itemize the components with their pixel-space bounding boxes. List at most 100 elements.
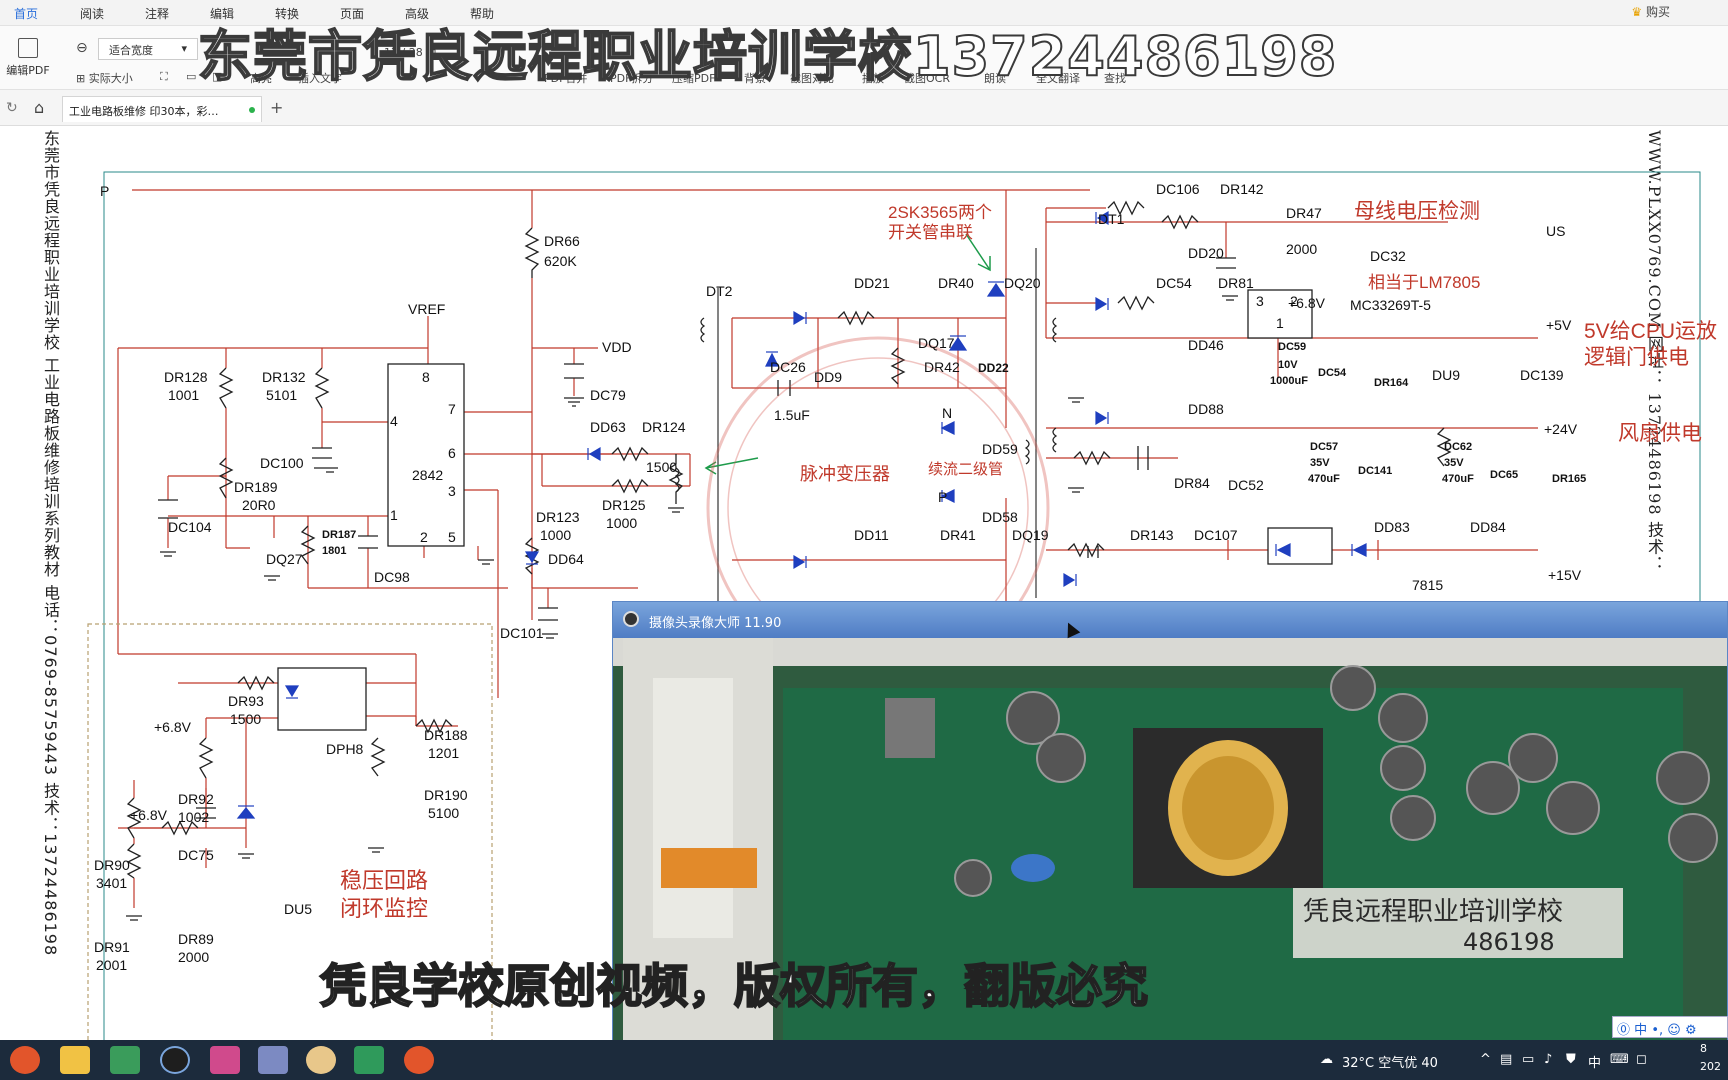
label-DD22: DD22 [978, 361, 1009, 375]
refresh-icon[interactable]: ↻ [6, 100, 18, 116]
pdf-merge-button[interactable]: PDF合并 [544, 72, 588, 85]
label-DR93-value: 1500 [230, 711, 261, 727]
play-button[interactable]: 播放 [862, 72, 884, 85]
weather-text[interactable]: 32°C 空气优 40 [1342, 1056, 1438, 1071]
label-DR165: DR165 [1552, 473, 1586, 485]
label-6v8-right: +6.8V [1288, 295, 1326, 311]
photo-app-icon[interactable] [210, 1046, 240, 1074]
label-VDD: VDD [602, 339, 632, 355]
label-DR66-value: 620K [544, 253, 577, 269]
note-lm7805: 相当于LM7805 [1368, 273, 1480, 292]
actual-size-button[interactable]: ⊞ 实际大小 [76, 72, 133, 85]
label-DR132: DR132 [262, 369, 306, 385]
label-DR90: DR90 [94, 857, 130, 873]
file-explorer-icon[interactable] [60, 1046, 90, 1074]
ime-emoji-icon: ☺ [1667, 1023, 1681, 1038]
translate-button[interactable]: 全文翻译 [1036, 72, 1080, 85]
label-MC33269: MC33269T-5 [1350, 297, 1431, 313]
label-DR40: DR40 [938, 275, 974, 291]
menu-help[interactable]: 帮助 [470, 7, 495, 21]
note-cpu-power-line2: 逻辑门供电 [1584, 346, 1689, 369]
menu-home[interactable]: 首页 [14, 7, 39, 21]
label-DR128: DR128 [164, 369, 208, 385]
notification-icon[interactable]: ◻ [1636, 1052, 1647, 1067]
toolbar: 编辑PDF ⊖ 适合宽度 ▾ ⊞ 实际大小 ⛶ ▭ ◫ 17 / 28 页 高亮… [0, 26, 1728, 90]
menu-edit[interactable]: 编辑 [210, 7, 235, 21]
pin-2: 2 [420, 529, 428, 545]
read-aloud-button[interactable]: 朗读 [984, 72, 1006, 85]
highlight-button[interactable]: 高亮 [250, 72, 272, 85]
label-DC65: DC65 [1490, 469, 1518, 481]
label-DR124: DR124 [642, 419, 686, 435]
label-DC57-v1: 35V [1310, 457, 1330, 469]
ime-toolbar[interactable]: ⓪ 中 •, ☺ ⚙ [1612, 1016, 1728, 1038]
side-text-right: WWW.PLXX0769.COM 网址： 13724486198 技术： [1645, 130, 1664, 573]
keyboard-icon[interactable]: ⌨ [1610, 1052, 1629, 1067]
screen-capture-icon[interactable] [110, 1046, 140, 1074]
menu-convert[interactable]: 转换 [275, 7, 300, 21]
camera-titlebar[interactable]: 摄像头录像大师 11.90 [613, 602, 1727, 638]
pin-6: 6 [448, 445, 456, 461]
label-DD88: DD88 [1188, 401, 1224, 417]
clock-time[interactable]: 8 [1700, 1042, 1707, 1055]
label-DR47-value: 2000 [1286, 241, 1317, 257]
pin-3: 3 [448, 483, 456, 499]
compress-pdf-button[interactable]: 压缩PDF [672, 72, 716, 85]
double-page-icon[interactable]: ◫ [212, 70, 223, 83]
single-page-icon[interactable]: ▭ [186, 70, 197, 83]
pin-5: 5 [448, 529, 456, 545]
paint-icon[interactable] [306, 1046, 336, 1074]
insert-text-button[interactable]: 插入文字 [298, 72, 342, 85]
label-DT2: DT2 [706, 283, 733, 299]
ic-2842: 2842 [412, 467, 443, 483]
menu-advanced[interactable]: 高级 [405, 7, 430, 21]
label-DD59: DD59 [982, 441, 1018, 457]
label-DR190-value: 5100 [428, 805, 459, 821]
find-button[interactable]: 查找 [1104, 72, 1126, 85]
label-DR93: DR93 [228, 693, 264, 709]
security-shield-icon[interactable]: ⛊ [1566, 1052, 1576, 1067]
pin-4: 4 [390, 413, 398, 429]
label-DC62: DC62 [1444, 441, 1472, 453]
zoom-out-icon[interactable]: ⊖ [76, 40, 88, 56]
tray-app-icon[interactable]: ▤ [1500, 1052, 1513, 1067]
label-DR164: DR164 [1374, 377, 1409, 389]
label-DR190: DR190 [424, 787, 468, 803]
zoom-select[interactable]: 适合宽度 ▾ [98, 38, 198, 60]
buy-button[interactable]: ♛ 购买 [1631, 5, 1670, 19]
page-indicator[interactable]: 17 / 28 页 [384, 46, 438, 59]
tab-bar: ↻ ⌂ 工业电路板维修 印30本，彩… + [0, 90, 1728, 126]
new-tab-icon[interactable]: + [270, 98, 284, 117]
note-loop-line1: 稳压回路 [340, 868, 428, 893]
volume-icon[interactable]: ♪ [1544, 1052, 1553, 1067]
clock-date[interactable]: 202 [1700, 1060, 1721, 1073]
home-icon[interactable]: ⌂ [34, 98, 45, 117]
menu-annotate[interactable]: 注释 [145, 7, 170, 21]
label-DD20: DD20 [1188, 245, 1224, 261]
label-DU5: DU5 [284, 901, 312, 917]
tray-chevron-icon[interactable]: ^ [1480, 1052, 1491, 1067]
app-icon-recorder-2[interactable] [404, 1046, 434, 1074]
fit-page-icon[interactable]: ⛶ [160, 70, 168, 83]
camera-recorder-window[interactable]: 摄像头录像大师 11.90 凭良远程职业培训学校 [612, 601, 1728, 1041]
label-DQ19: DQ19 [1012, 527, 1049, 543]
menu-read[interactable]: 阅读 [80, 7, 105, 21]
pdf-reader-icon[interactable] [354, 1046, 384, 1074]
ocr-button[interactable]: 截图OCR [904, 72, 950, 85]
label-DR143: DR143 [1130, 527, 1174, 543]
webcam-app-icon[interactable] [160, 1046, 190, 1074]
pdf-split-button[interactable]: PDF拆分 [610, 72, 654, 85]
ime-language-indicator[interactable]: 中 [1588, 1056, 1602, 1071]
label-DPH8: DPH8 [326, 741, 364, 757]
screenshot-compare-button[interactable]: 截图对比 [790, 72, 834, 85]
label-DR91: DR91 [94, 939, 130, 955]
edit-pdf-button[interactable]: 编辑PDF [4, 38, 52, 78]
label-P: P [100, 183, 109, 199]
menu-page[interactable]: 页面 [340, 7, 365, 21]
document-tab[interactable]: 工业电路板维修 印30本，彩… [62, 96, 262, 122]
network-icon[interactable]: ▭ [1522, 1052, 1535, 1067]
background-button[interactable]: 背景 [744, 72, 766, 85]
label-DC59: DC59 [1278, 341, 1306, 353]
app-icon-recorder[interactable] [10, 1046, 40, 1074]
calculator-icon[interactable] [258, 1046, 288, 1074]
